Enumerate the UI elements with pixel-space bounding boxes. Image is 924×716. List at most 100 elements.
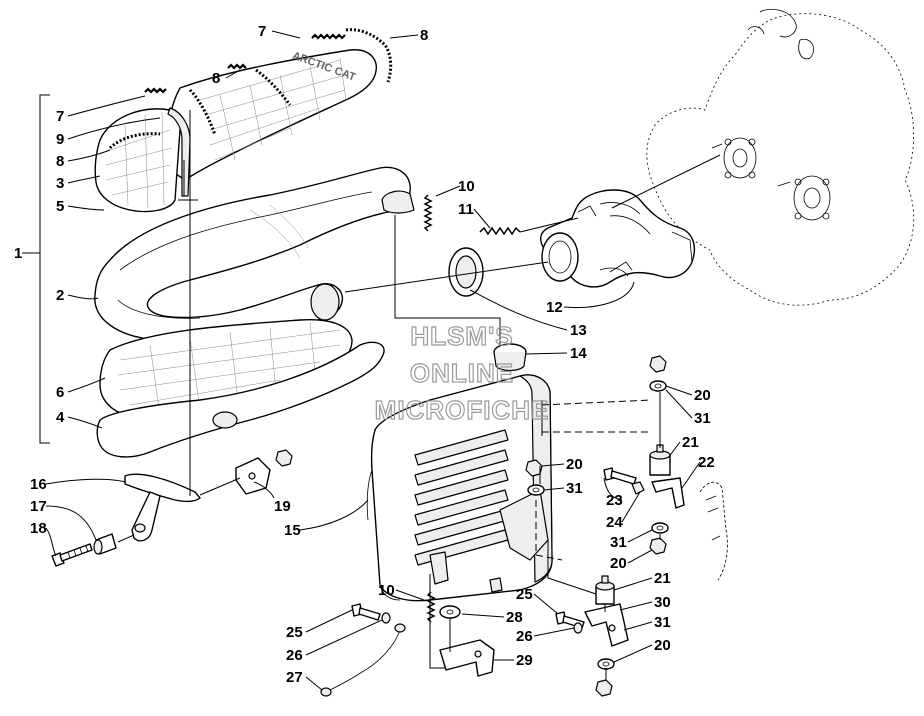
bead-chain-8-upper [188,88,217,136]
callout-6: 6 [56,384,64,401]
callout-11: 11 [458,201,474,218]
callout-10-top: 10 [458,178,475,195]
callout-2: 2 [56,287,64,304]
callout-8-top: 8 [420,27,428,44]
callout-20-c: 20 [610,555,627,572]
callout-25-right: 25 [516,586,533,603]
callout-22: 22 [698,454,715,471]
washer-31-lower [651,522,669,534]
callout-26-right: 26 [516,628,533,645]
callout-9: 9 [56,131,64,148]
callout-26-left: 26 [286,647,303,664]
lockwasher-26-left [381,612,391,624]
rubber-mount-21-lower [595,575,615,605]
callout-17: 17 [30,498,47,515]
mount-plate-19 [235,457,271,495]
nut-19 [275,449,293,467]
callout-1: 1 [14,245,22,262]
callout-10-bottom: 10 [378,582,395,599]
assembly-bracket-1 [39,94,50,444]
muffler-heat-shield-left [94,108,182,213]
callout-31-d: 31 [654,614,671,631]
bolt-23 [603,467,637,485]
leader-lines [45,30,701,691]
callout-31-a: 31 [694,410,711,427]
callout-20-d: 20 [654,637,671,654]
callout-3: 3 [56,175,64,192]
spring-7-upper [311,33,346,40]
callout-7-top: 7 [258,23,266,40]
bolt-18 [51,543,93,567]
bead-chain-8-left [108,132,161,150]
callout-15: 15 [284,522,301,539]
nut-20-bottom [595,679,613,697]
bead-chain-8-top [345,28,393,83]
callout-labels: 1 2 3 4 5 6 7 7 8 8 8 9 10 10 11 12 13 1… [14,23,715,686]
exhaust-gasket-ring [448,247,484,297]
ground-strap-27 [320,623,406,697]
callout-8-mid: 8 [212,70,220,87]
callout-31-c: 31 [610,534,627,551]
callout-7-left: 7 [56,108,64,125]
callout-23: 23 [606,492,623,509]
spring-10-upper [423,194,433,232]
spring-8-left [227,63,247,70]
callout-31-b: 31 [566,480,583,497]
callout-4: 4 [56,409,65,426]
callout-27: 27 [286,669,303,686]
bushing-17 [93,533,117,555]
engine-outline [646,8,915,306]
muffler-heat-shield-upper: ARCTIC CAT [166,49,377,181]
engine-gasket-lower [793,175,831,221]
spring-7-left [144,87,167,94]
callout-16: 16 [30,476,47,493]
assembly-lines [178,110,661,680]
callout-19: 19 [274,498,291,515]
frame-bracket-fragment [699,481,728,581]
washer-31-mid [527,484,545,496]
callout-18: 18 [30,520,47,537]
exhaust-manifold [540,189,696,288]
muffler-grommet [493,343,527,372]
callout-5: 5 [56,198,64,215]
rubber-mount-21-upper [649,444,671,476]
lockwasher-26-right [573,622,583,634]
callout-28: 28 [506,609,523,626]
callout-13: 13 [570,322,587,339]
spring-10-lower [426,591,436,623]
callout-14: 14 [570,345,587,362]
callout-21-a: 21 [682,434,699,451]
callout-20-a: 20 [694,387,711,404]
engine-gasket-upper [723,137,757,179]
bracket-30 [584,603,629,647]
callout-30: 30 [654,594,671,611]
watermark: HLSM'S ONLINE MICROFICHE [374,320,550,425]
washer-28 [439,605,461,619]
watermark-line-3: MICROFICHE [375,395,550,425]
muffler-canister [366,374,553,602]
callout-21-b: 21 [654,570,671,587]
bracket-22 [651,477,685,509]
washer-31-bottom [597,658,615,670]
callout-20-b: 20 [566,456,583,473]
nut-20-top [649,355,667,373]
bracket-29 [439,639,495,677]
callout-12: 12 [546,299,563,316]
pipe-inlet-collar [381,190,415,214]
callout-25-left: 25 [286,624,303,641]
spring-11 [479,226,521,236]
nut-20-lower [649,537,667,555]
muffler-ribs [414,429,509,566]
muffler-heat-shield-bottom [96,341,385,458]
callout-8-left: 8 [56,153,64,170]
mount-bracket-16 [124,473,201,542]
clip-24 [631,481,645,495]
callout-29: 29 [516,652,533,669]
bead-chain-8-mid [255,68,292,106]
bolt-25-left [351,603,381,621]
expansion-chamber-pipe [94,166,411,341]
washer-31-top [649,380,667,392]
watermark-line-2: ONLINE [410,358,514,388]
watermark-line-1: HLSM'S [410,321,513,351]
